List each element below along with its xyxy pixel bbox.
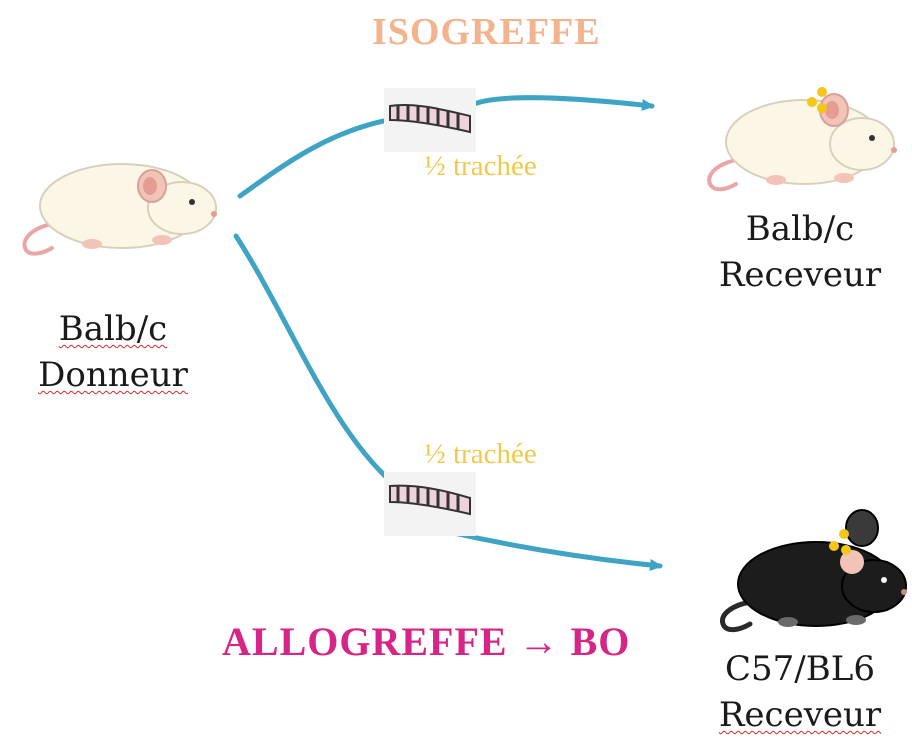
trachea-icon [384, 88, 476, 152]
graft-marker [817, 87, 827, 97]
graft-marker [829, 541, 839, 551]
white-mouse-icon [12, 128, 222, 258]
allograft-recipient-role: Receveur [700, 692, 900, 738]
graft-marker [817, 103, 827, 113]
isograft-recipient-strain: Balb/c [700, 206, 900, 252]
donor-role: Donneur [18, 352, 208, 398]
isograft-title: ISOGREFFE [372, 10, 601, 54]
isograft-recipient-role: Receveur [700, 252, 900, 298]
trachea-label-bottom: ½ trachée [424, 438, 537, 471]
arrow-trachea-top-to-isograft-recipient [470, 98, 652, 106]
allograft-recipient-label: C57/BL6 Receveur [700, 646, 900, 738]
donor-strain: Balb/c [18, 306, 208, 352]
arrow-donor-to-trachea-bottom [236, 236, 396, 486]
arrow-donor-to-trachea-top [240, 120, 388, 196]
trachea-icon [384, 472, 476, 536]
black-mouse-icon [712, 506, 908, 638]
white-mouse-icon [700, 70, 900, 200]
donor-label: Balb/c Donneur [18, 306, 208, 398]
isograft-recipient-label: Balb/c Receveur [700, 206, 900, 298]
trachea-label-top: ½ trachée [424, 150, 537, 183]
graft-marker [807, 97, 817, 107]
allograft-recipient-strain: C57/BL6 [700, 646, 900, 692]
allograft-title: ALLOGREFFE → BO [222, 618, 630, 665]
graft-marker [839, 529, 849, 539]
graft-marker [841, 545, 851, 555]
